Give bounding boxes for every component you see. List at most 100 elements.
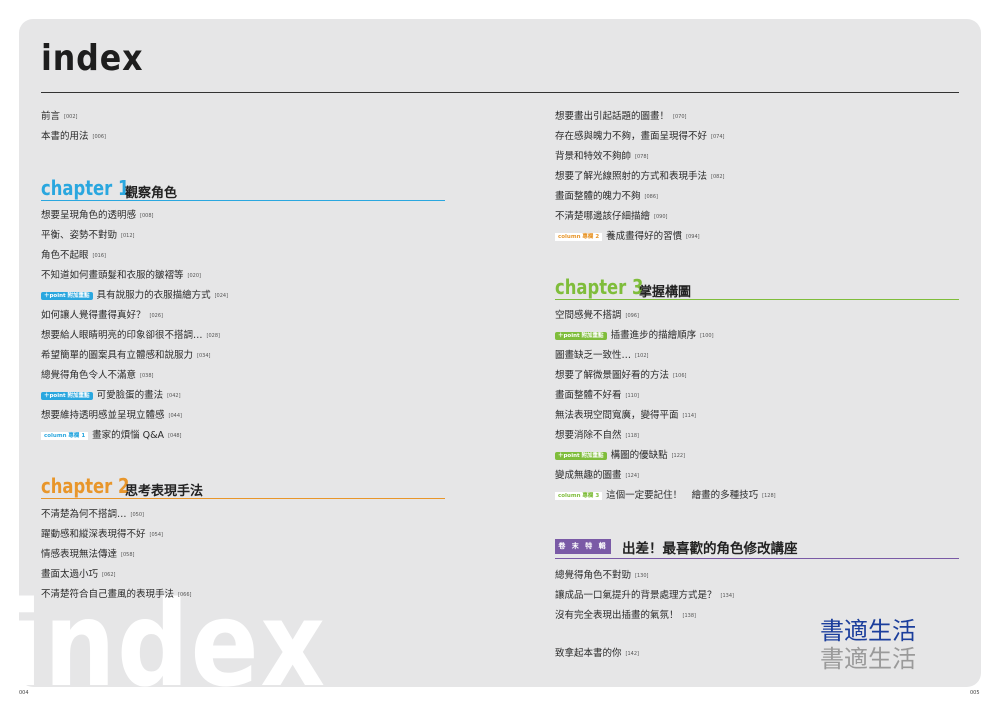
entry-title: 插畫進步的描繪順序: [610, 330, 697, 341]
toc-entry[interactable]: 想要畫出引起話題的圖畫！[070]: [555, 111, 686, 123]
entry-page-number: [094]: [686, 234, 700, 240]
entry-title: 希望簡單的圖案具有立體感和說服力: [41, 350, 194, 361]
entry-title: 想要呈現角色的透明感: [41, 210, 137, 221]
entry-title: 想要畫出引起話題的圖畫！: [555, 111, 670, 122]
entry-page-number: [090]: [654, 214, 668, 220]
toc-entry[interactable]: 背景和特效不夠帥[078]: [555, 151, 648, 163]
entry-title: 總覺得角色令人不滿意: [41, 370, 137, 381]
entry-title: 存在感與魄力不夠，畫面呈現得不好: [555, 131, 708, 142]
toc-entry[interactable]: 畫面太過小巧[062]: [41, 569, 115, 581]
toc-entry[interactable]: 想要消除不自然[118]: [555, 430, 639, 442]
entry-title: 畫面整體的魄力不夠: [555, 191, 641, 202]
entry-title: 不清楚符合自己畫風的表現手法: [41, 589, 175, 600]
toc-entry[interactable]: 變成無趣的圖畫[124]: [555, 470, 639, 482]
entry-title: 不知道如何畫頭髮和衣服的皺褶等: [41, 270, 184, 281]
toc-entry[interactable]: 不清楚哪邊該仔細描繪[090]: [555, 211, 667, 223]
toc-entry[interactable]: 希望簡單的圖案具有立體感和說服力[034]: [41, 350, 210, 362]
toc-entry[interactable]: 躍動感和縱深表現得不好[054]: [41, 529, 163, 541]
special-title: 出差！最喜歡的角色修改講座: [622, 541, 798, 557]
entry-page-number: [142]: [625, 651, 639, 657]
entry-page-number: [008]: [140, 213, 154, 219]
point-badge: ＋point 附加重點: [555, 332, 607, 340]
entry-page-number: [114]: [682, 413, 696, 419]
toc-entry[interactable]: 想要呈現角色的透明感[008]: [41, 210, 153, 222]
entry-title: 如何讓人覺得畫得真好？: [41, 310, 146, 321]
toc-entry[interactable]: 畫面整體的魄力不夠[086]: [555, 191, 658, 203]
toc-entry[interactable]: 想要給人眼睛明亮的印象卻很不搭調…[028]: [41, 330, 220, 342]
toc-entry[interactable]: 不知道如何畫頭髮和衣服的皺褶等[020]: [41, 270, 201, 282]
toc-entry[interactable]: 存在感與魄力不夠，畫面呈現得不好[074]: [555, 131, 724, 143]
entry-title: 致拿起本書的你: [555, 648, 622, 659]
entry-page-number: [066]: [178, 592, 192, 598]
folio-right: 005: [970, 690, 980, 696]
toc-entry[interactable]: ＋point 附加重點可愛臉蛋的畫法[042]: [41, 390, 181, 402]
toc-entry[interactable]: 如何讓人覺得畫得真好？[026]: [41, 310, 163, 322]
toc-entry[interactable]: ＋point 附加重點構圖的優缺點[122]: [555, 450, 685, 462]
entry-title: 畫面整體不好看: [555, 390, 622, 401]
entry-page-number: [078]: [635, 154, 649, 160]
entry-page-number: [050]: [130, 512, 144, 518]
logo-line-2: 書適生活: [820, 645, 916, 673]
entry-page-number: [024]: [214, 293, 229, 299]
entry-page-number: [012]: [121, 233, 135, 239]
entry-title: 想要維持透明感並呈現立體感: [41, 410, 165, 421]
chapter-number: chapter 3: [555, 275, 644, 299]
toc-entry[interactable]: ＋point 附加重點具有說服力的衣服描繪方式[024]: [41, 290, 228, 302]
toc-entry[interactable]: 圖畫缺乏一致性…[102]: [555, 350, 648, 362]
entry-page-number: [026]: [149, 313, 163, 319]
entry-page-number: [100]: [700, 333, 714, 339]
entry-page-number: [016]: [92, 253, 106, 259]
chapter-number: chapter 2: [41, 474, 130, 498]
toc-entry[interactable]: 無法表現空間寬廣，變得平面[114]: [555, 410, 696, 422]
page-title: index: [41, 38, 144, 79]
toc-entry[interactable]: 不清楚為何不搭調…[050]: [41, 509, 144, 521]
entry-title: 角色不起眼: [41, 250, 89, 261]
toc-entry[interactable]: 本書的用法[006]: [41, 131, 106, 143]
entry-page-number: [062]: [102, 572, 116, 578]
toc-entry[interactable]: 讓成品一口氣提升的背景處理方式是？[134]: [555, 590, 734, 602]
entry-page-number: [020]: [187, 273, 201, 279]
folio-left: 004: [19, 690, 29, 696]
toc-entry[interactable]: ＋point 附加重點插畫進步的描繪順序[100]: [555, 330, 714, 342]
entry-title: 無法表現空間寬廣，變得平面: [555, 410, 679, 421]
toc-entry[interactable]: 平衡、姿勢不對勁[012]: [41, 230, 134, 242]
toc-entry[interactable]: 總覺得角色令人不滿意[038]: [41, 370, 153, 382]
entry-title: 本書的用法: [41, 131, 89, 142]
toc-entry[interactable]: 沒有完全表現出插畫的氣氛！[138]: [555, 610, 696, 622]
entry-title: 讓成品一口氣提升的背景處理方式是？: [555, 590, 717, 601]
entry-title: 躍動感和縱深表現得不好: [41, 529, 146, 540]
toc-entry[interactable]: 總覺得角色不對勁[130]: [555, 570, 648, 582]
entry-page-number: [106]: [673, 373, 687, 379]
toc-entry[interactable]: 角色不起眼[016]: [41, 250, 106, 262]
toc-entry[interactable]: 致拿起本書的你[142]: [555, 648, 639, 660]
entry-page-number: [058]: [121, 552, 135, 558]
toc-entry[interactable]: 想要了解微景圖好看的方法[106]: [555, 370, 686, 382]
entry-page-number: [134]: [720, 593, 734, 599]
entry-page-number: [074]: [711, 134, 725, 140]
point-badge: ＋point 附加重點: [555, 452, 607, 460]
entry-page-number: [054]: [149, 532, 163, 538]
special-badge: 卷 末 特 輯: [555, 539, 611, 554]
toc-entry[interactable]: 畫面整體不好看[110]: [555, 390, 639, 402]
entry-title: 養成畫得好的習慣: [606, 231, 683, 242]
toc-entry[interactable]: 想要維持透明感並呈現立體感[044]: [41, 410, 182, 422]
chapter-divider: [555, 299, 959, 300]
entry-page-number: [128]: [762, 493, 776, 499]
entry-page-number: [038]: [140, 373, 154, 379]
point-badge: ＋point 附加重點: [41, 392, 93, 400]
toc-entry[interactable]: 空間感覺不搭調[096]: [555, 310, 639, 322]
entry-title: 想要給人眼睛明亮的印象卻很不搭調…: [41, 330, 203, 341]
entry-page-number: [048]: [168, 433, 182, 439]
chapter-title: 觀察角色: [125, 186, 178, 201]
toc-entry[interactable]: 前言[002]: [41, 111, 77, 123]
toc-entry[interactable]: 情感表現無法傳達[058]: [41, 549, 134, 561]
toc-entry[interactable]: 不清楚符合自己畫風的表現手法[066]: [41, 589, 191, 601]
entry-title: 不清楚哪邊該仔細描繪: [555, 211, 651, 222]
entry-page-number: [070]: [673, 114, 687, 120]
toc-entry[interactable]: 想要了解光線照射的方式和表現手法[082]: [555, 171, 724, 183]
chapter-number: chapter 1: [41, 176, 130, 200]
